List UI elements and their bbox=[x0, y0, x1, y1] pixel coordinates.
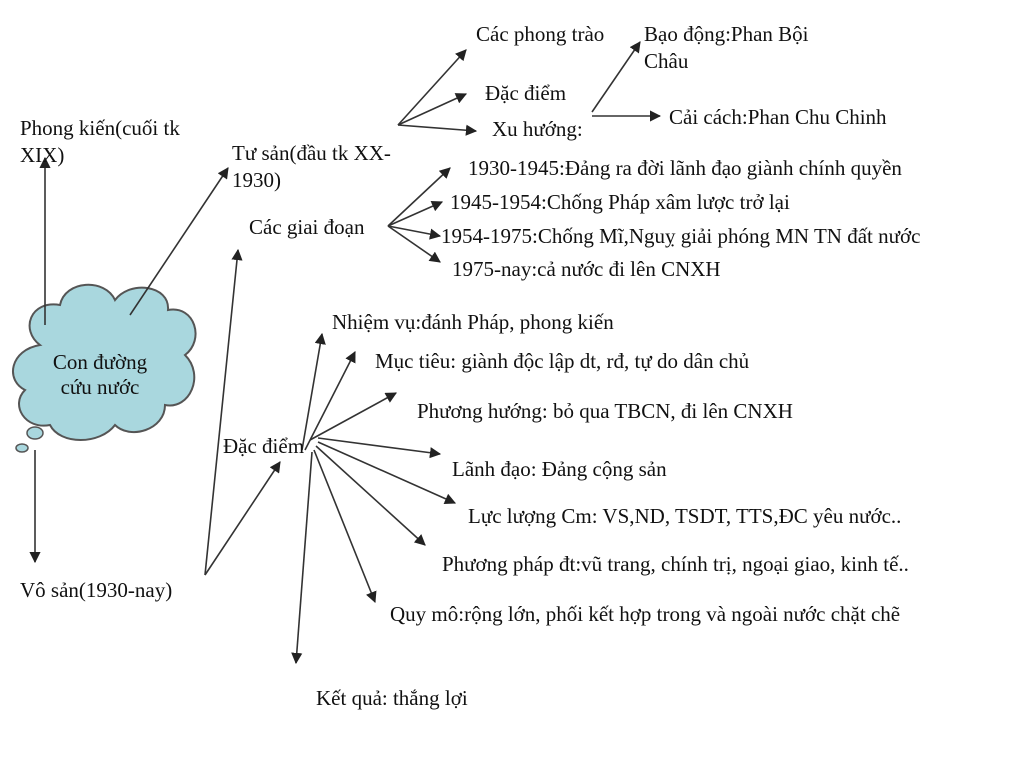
arrow-to-direction bbox=[309, 392, 397, 441]
arrow-to-stage-3 bbox=[387, 225, 442, 240]
feature-item: Phương hướng: bỏ qua TBCN, đi lên CNXH bbox=[417, 399, 793, 423]
feature-item: Phương pháp đt:vũ trang, chính trị, ngoạ… bbox=[442, 552, 909, 576]
arrow-to-features bbox=[204, 461, 281, 576]
trend-violent: Bạo động:Phan Bội Châu bbox=[644, 22, 809, 73]
arrow-to-method bbox=[315, 445, 426, 546]
stage-item: 1930-1945:Đảng ra đời lãnh đạo giành chí… bbox=[468, 156, 902, 180]
stage-item: 1975-nay:cả nước đi lên CNXH bbox=[452, 257, 721, 281]
arrow-to-stages bbox=[204, 248, 243, 576]
arrow-to-characteristics bbox=[397, 93, 468, 126]
stages-label: Các giai đoạn bbox=[249, 215, 365, 239]
arrow-to-result bbox=[291, 451, 313, 665]
arrow-to-bourgeois bbox=[129, 167, 229, 316]
arrow-to-leadership bbox=[317, 437, 442, 459]
bourgeois-movements: Các phong trào bbox=[476, 22, 605, 46]
arrow-to-stage-2 bbox=[387, 200, 444, 227]
branch-feudal: Phong kiến(cuối tk XIX) bbox=[20, 116, 180, 167]
arrow-to-scale bbox=[313, 449, 377, 604]
feature-item: Lãnh đạo: Đảng cộng sản bbox=[452, 457, 667, 481]
feature-item: Quy mô:rộng lớn, phối kết hợp trong và n… bbox=[390, 602, 901, 626]
branch-proletarian: Vô sản(1930-nay) bbox=[20, 578, 173, 602]
arrow-to-stage-1 bbox=[387, 167, 451, 227]
stage-item: 1954-1975:Chống Mĩ,Nguỵ giải phóng MN TN… bbox=[441, 224, 921, 248]
feature-item: Mục tiêu: giành độc lập dt, rđ, tự do dâ… bbox=[375, 349, 750, 373]
trend-reform: Cải cách:Phan Chu Chinh bbox=[669, 105, 887, 129]
branch-bourgeois: Tư sản(đầu tk XX-1930) bbox=[232, 141, 391, 192]
arrow-to-task bbox=[301, 332, 326, 451]
stage-item: 1945-1954:Chống Pháp xâm lược trở lại bbox=[450, 190, 790, 214]
center-label: Con đường cứu nước bbox=[52, 350, 148, 399]
arrow-to-trends bbox=[397, 124, 478, 136]
thought-cloud-shape bbox=[12, 283, 197, 453]
bourgeois-trends: Xu hướng: bbox=[492, 117, 583, 141]
arrow-to-goal bbox=[304, 351, 356, 451]
features-label: Đặc điểm bbox=[223, 434, 305, 458]
arrow-to-violent bbox=[591, 41, 641, 113]
arrow-to-force bbox=[317, 441, 457, 505]
feature-item: Kết quả: thắng lợi bbox=[316, 686, 468, 710]
arrow-to-stage-4 bbox=[387, 225, 441, 263]
feature-item: Nhiệm vụ:đánh Pháp, phong kiến bbox=[332, 310, 614, 334]
arrow-to-movements bbox=[397, 49, 467, 126]
bourgeois-characteristics: Đặc điểm bbox=[485, 81, 567, 105]
feature-item: Lực lượng Cm: VS,ND, TSDT, TTS,ĐC yêu nư… bbox=[468, 504, 902, 528]
